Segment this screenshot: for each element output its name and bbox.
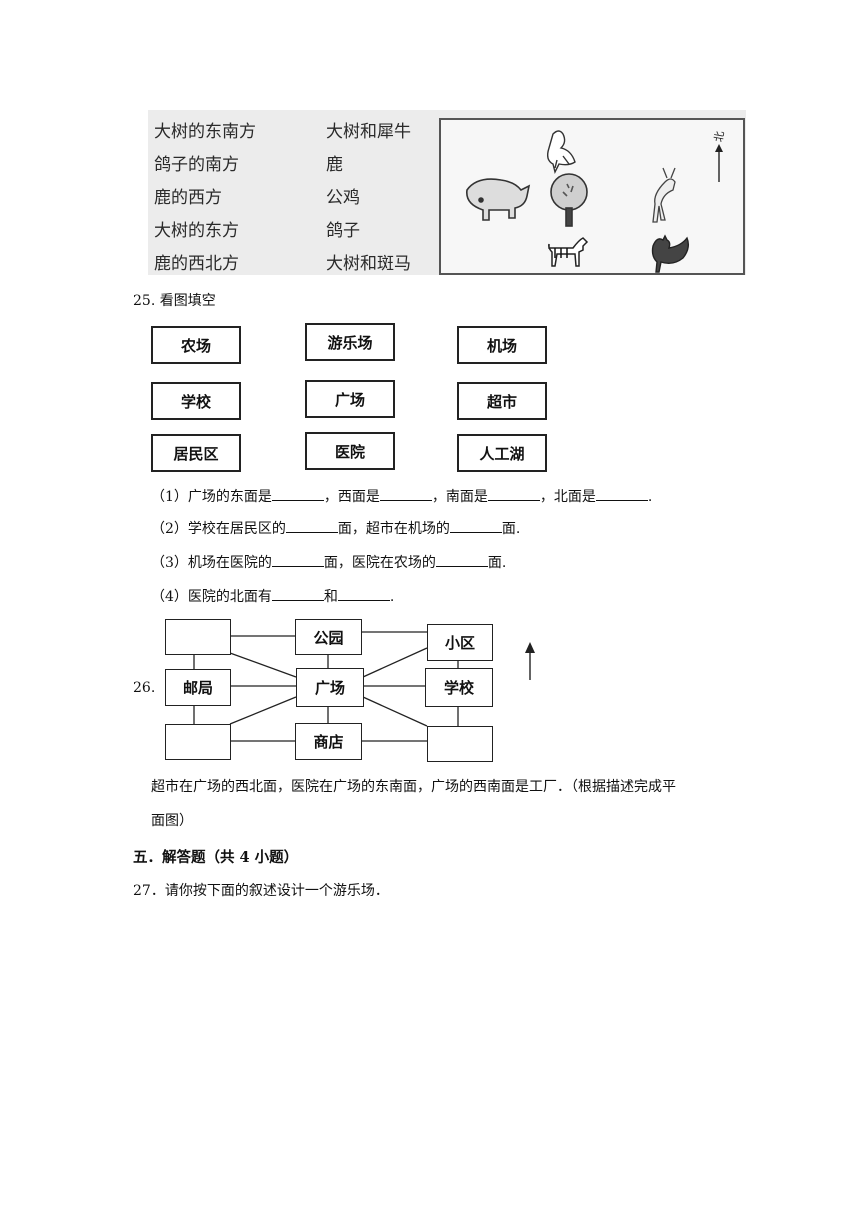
answer-list: 大树和犀牛 鹿 公鸡 鸽子 大树和斑马 — [326, 116, 411, 281]
map-box-community: 小区 — [427, 624, 493, 661]
question-text: . — [647, 489, 653, 505]
answer-blank[interactable] — [271, 554, 324, 567]
map-box-post-office: 邮局 — [165, 669, 231, 706]
direction-item: 大树的东方 — [154, 221, 239, 241]
question-text: （2）学校在居民区的 — [151, 521, 286, 537]
question-text: 面，医院在农场的 — [323, 555, 436, 571]
problem-number: 26. — [133, 680, 156, 696]
answer-item: 大树和犀牛 — [326, 122, 411, 142]
deer-icon — [652, 167, 676, 223]
animal-picture: 北 — [439, 118, 745, 275]
map-box-empty-sw — [165, 724, 231, 760]
answer-blank[interactable] — [285, 520, 338, 533]
question-text: . — [389, 589, 395, 605]
direction-item: 鸽子的南方 — [154, 155, 239, 175]
place-box-hospital: 医院 — [305, 432, 395, 470]
rooster-icon — [651, 234, 690, 273]
place-box-school: 学校 — [151, 382, 241, 420]
place-box-residential-area: 居民区 — [151, 434, 241, 472]
answer-item: 鸽子 — [326, 221, 360, 241]
animal-sketch: 北 — [466, 130, 727, 273]
answer-blank[interactable] — [449, 520, 502, 533]
place-box-amusement-park: 游乐场 — [305, 323, 395, 361]
direction-item: 鹿的西方 — [154, 188, 222, 208]
place-box-artificial-lake: 人工湖 — [457, 434, 547, 472]
answer-blank[interactable] — [435, 554, 488, 567]
problem-number: 25. — [133, 293, 156, 309]
answer-blank[interactable] — [271, 488, 324, 501]
tree-icon — [550, 173, 588, 227]
question-text: （4）医院的北面有 — [151, 589, 272, 605]
question-text: 和 — [323, 589, 338, 605]
question-1: （1）广场的东面是 ，西面是 ，南面是 ，北面是. — [151, 486, 652, 506]
problem-25-heading: 25. 看图填空 — [133, 290, 216, 310]
answer-item: 大树和斑马 — [326, 254, 411, 274]
question-2: （2）学校在居民区的 面，超市在机场的 面. — [151, 518, 520, 538]
answer-item: 鹿 — [326, 155, 343, 175]
map-box-square: 广场 — [296, 668, 364, 707]
answer-blank[interactable] — [379, 488, 432, 501]
section-heading: 五．解答题（共 4 小题） — [133, 849, 299, 866]
problem-title: 看图填空 — [159, 293, 216, 309]
question-text: （3）机场在医院的 — [151, 555, 272, 571]
question-text: ，西面是 — [323, 489, 380, 505]
north-label: 北 — [712, 130, 727, 143]
direction-item: 鹿的西北方 — [154, 254, 239, 274]
north-arrow-icon — [525, 642, 535, 680]
pigeon-icon — [546, 130, 576, 175]
place-box-farm: 农场 — [151, 326, 241, 364]
question-3: （3）机场在医院的 面，医院在农场的 面. — [151, 552, 506, 572]
question-text: ，北面是 — [539, 489, 596, 505]
question-text: ，南面是 — [431, 489, 488, 505]
north-arrow-icon — [715, 144, 723, 182]
direction-item: 大树的东南方 — [154, 122, 256, 142]
map-box-empty-se — [427, 726, 493, 762]
place-box-supermarket: 超市 — [457, 382, 547, 420]
question-4: （4）医院的北面有 和. — [151, 586, 394, 606]
question-text: 面，超市在机场的 — [337, 521, 450, 537]
direction-list: 大树的东南方 鸽子的南方 鹿的西方 大树的东方 鹿的西北方 — [154, 116, 256, 281]
answer-item: 公鸡 — [326, 188, 360, 208]
place-box-square: 广场 — [305, 380, 395, 418]
rhino-icon — [466, 178, 531, 221]
question-text: 面. — [501, 521, 521, 537]
answer-blank[interactable] — [487, 488, 540, 501]
problem-26-description-cont: 面图） — [151, 813, 193, 829]
map-box-park: 公园 — [295, 619, 362, 655]
problem-27-text: 27．请你按下面的叙述设计一个游乐场． — [133, 883, 389, 899]
answer-blank[interactable] — [337, 588, 390, 601]
map-box-shop: 商店 — [295, 723, 362, 760]
problem-26-description: 超市在广场的西北面，医院在广场的东南面，广场的西南面是工厂．（根据描述完成平 — [151, 779, 676, 795]
question-text: （1）广场的东面是 — [151, 489, 272, 505]
zebra-icon — [548, 237, 589, 267]
map-box-empty-nw — [165, 619, 231, 655]
answer-blank[interactable] — [595, 488, 648, 501]
place-box-airport: 机场 — [457, 326, 547, 364]
answer-blank[interactable] — [271, 588, 324, 601]
question-text: 面. — [487, 555, 507, 571]
matching-panel: 大树的东南方 鸽子的南方 鹿的西方 大树的东方 鹿的西北方 大树和犀牛 鹿 公鸡… — [148, 110, 746, 275]
map-box-school: 学校 — [425, 668, 493, 707]
